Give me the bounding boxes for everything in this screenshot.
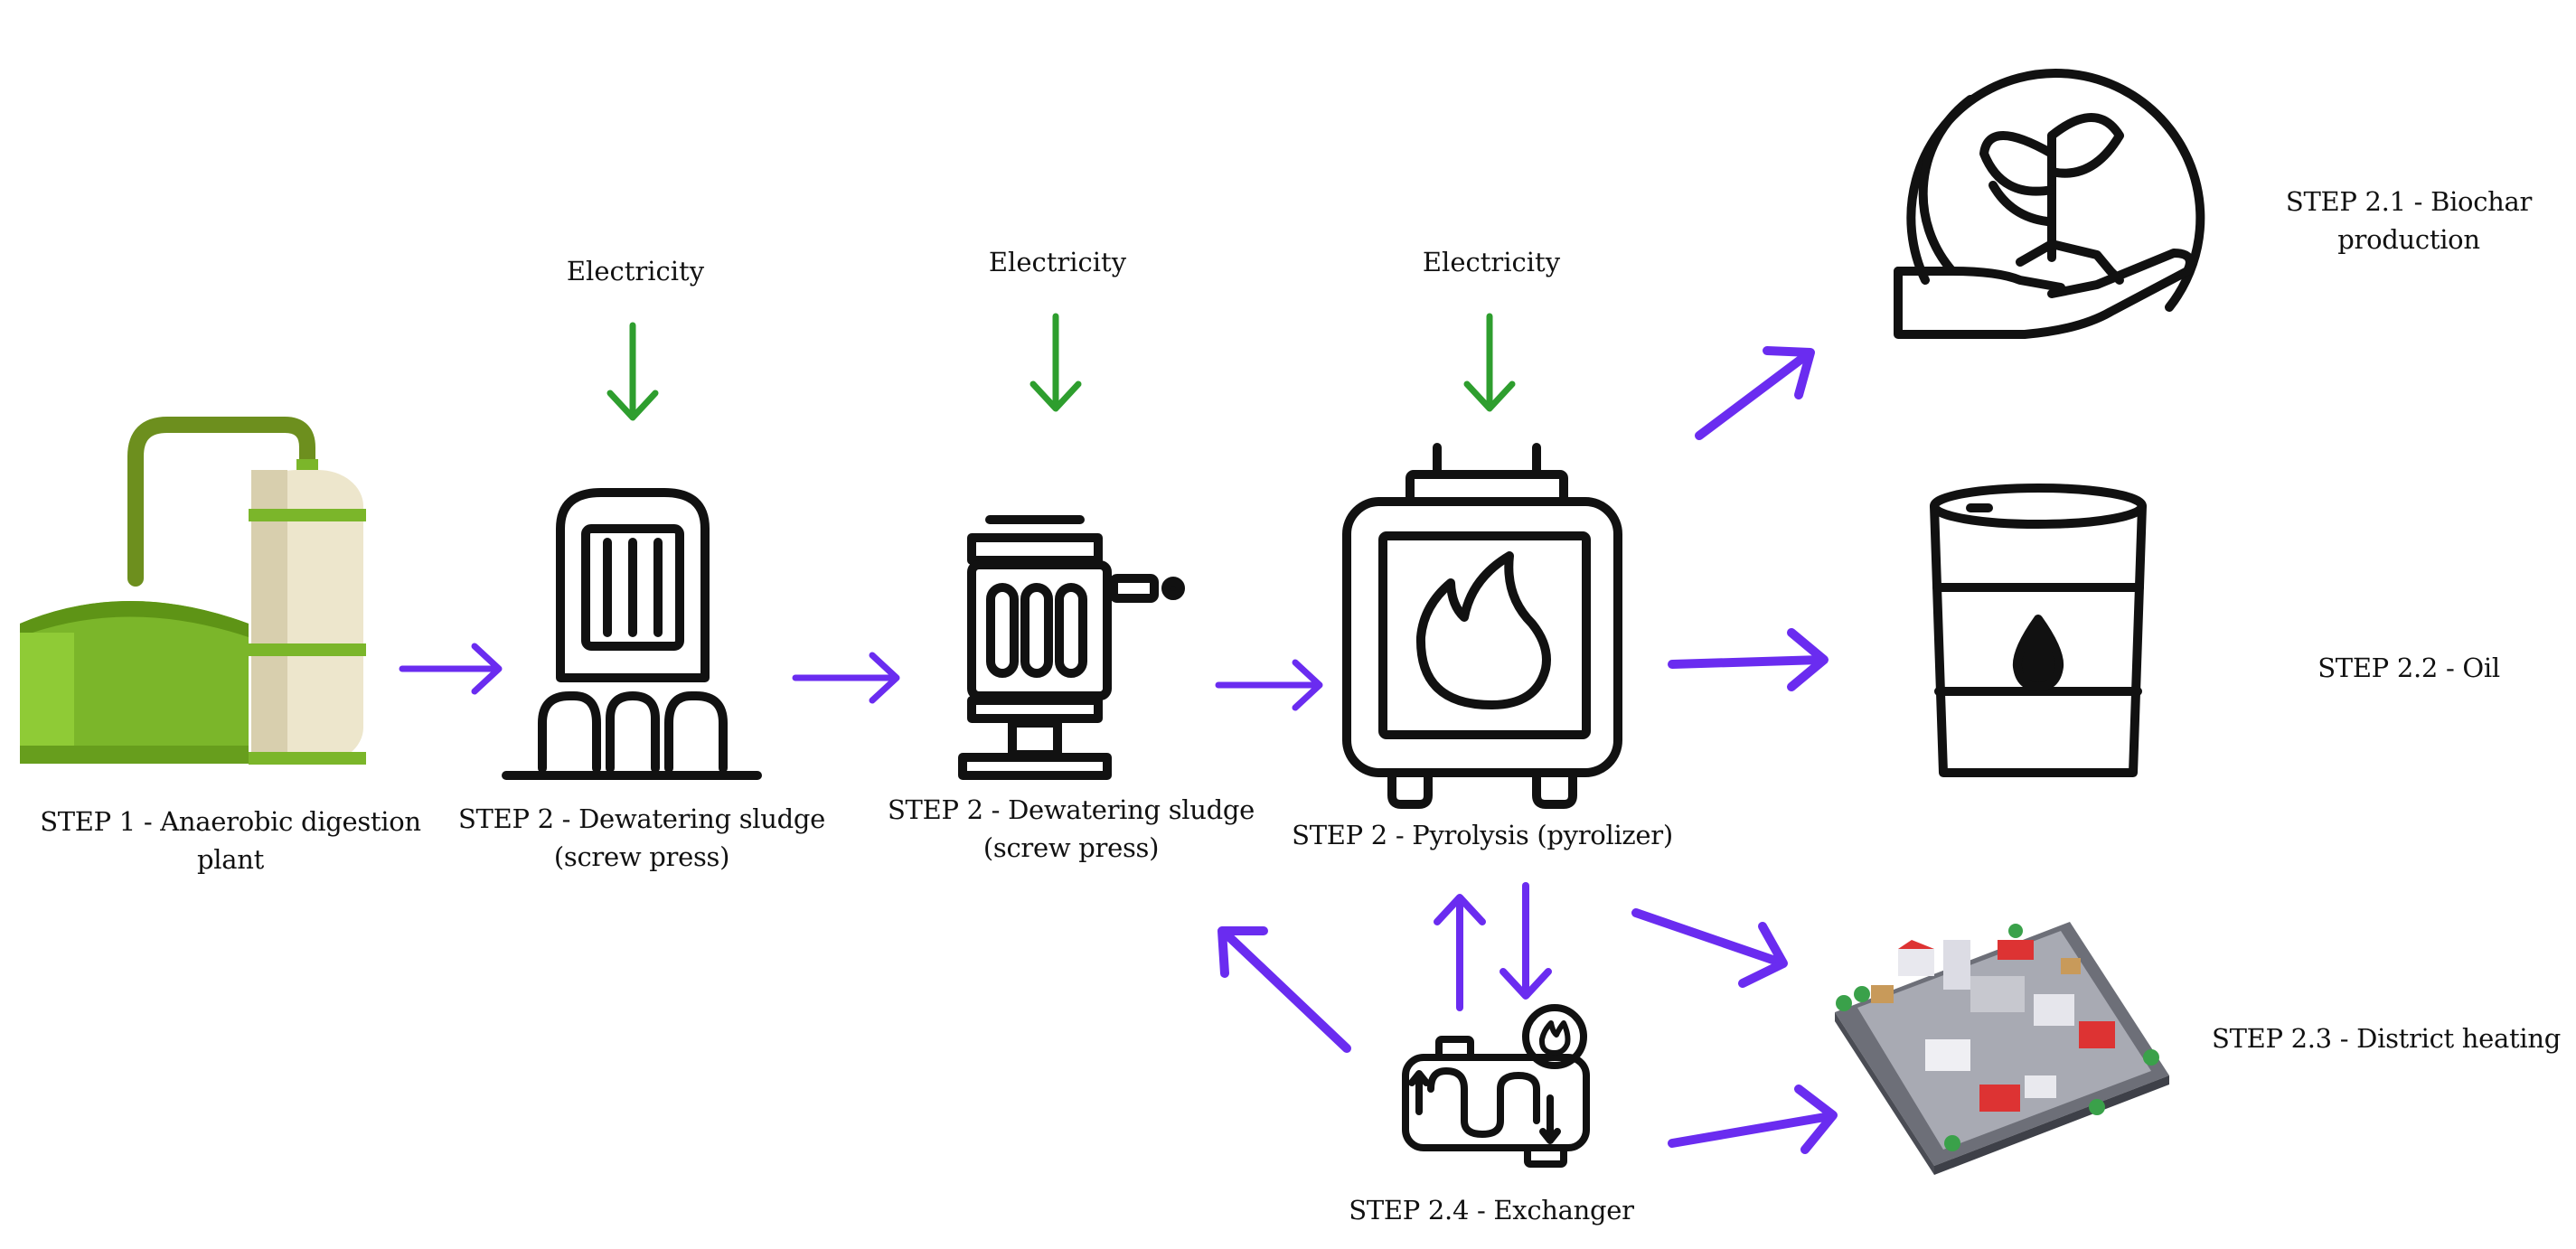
oil-barrel-icon (1930, 484, 2147, 777)
dewater2-label-line2: (screw press) (982, 832, 1160, 863)
electricity-label-2: Electricity (988, 247, 1127, 277)
dewater1-label-line2: (screw press) (553, 841, 730, 872)
dewater2-label-line1: STEP 2 - Dewatering sludge (887, 794, 1255, 825)
flow-arrow-pyrolizer-down (1500, 882, 1552, 1000)
pyrolizer-furnace-icon (1342, 443, 1622, 809)
plant-in-hand-icon (1894, 68, 2205, 339)
flow-arrow-exchanger-up (1434, 894, 1486, 1011)
flow-arrow-press1-to-press2 (792, 652, 900, 704)
dewater1-label: STEP 2 - Dewatering sludge (screw press) (452, 800, 832, 876)
biogas-plant-icon (20, 417, 366, 765)
flow-arrow-to-heating-bottom (1668, 1085, 1838, 1154)
flow-arrow-press2-to-pyrolizer (1215, 659, 1323, 711)
pyrolysis-label-line1: STEP 2 - Pyrolysis (pyrolizer) (1292, 820, 1673, 850)
step1-label: STEP 1 - Anaerobic digestion plant (9, 803, 452, 878)
electricity-label-3: Electricity (1422, 247, 1561, 277)
city-district-icon (1835, 922, 2169, 1175)
exchanger-label: STEP 2.4 - Exchanger (1320, 1191, 1663, 1229)
flow-arrow-exchanger-return (1217, 926, 1351, 1053)
step1-label-line1: STEP 1 - Anaerobic digestion (40, 806, 421, 837)
flow-arrow-to-biochar (1695, 346, 1815, 440)
electricity-label-1: Electricity (566, 256, 705, 286)
biochar-label: STEP 2.1 - Biochar production (2260, 183, 2558, 258)
exchanger-label-line1: STEP 2.4 - Exchanger (1349, 1195, 1634, 1226)
screw-press-pump-icon (958, 515, 1185, 780)
flow-arrows (399, 346, 1838, 1154)
heating-label-line1: STEP 2.3 - District heating (2212, 1023, 2561, 1054)
oil-label-line1: STEP 2.2 - Oil (2317, 653, 2500, 683)
heating-label: STEP 2.3 - District heating (2205, 1019, 2567, 1057)
dewater1-label-line1: STEP 2 - Dewatering sludge (457, 803, 826, 834)
electricity-arrow-3 (1463, 313, 1516, 412)
electricity-arrows (606, 313, 1516, 421)
electricity-arrow-1 (606, 322, 659, 421)
step1-label-line2: plant (197, 844, 264, 875)
biochar-label-line1: STEP 2.1 - Biochar (2285, 186, 2533, 217)
oil-label: STEP 2.2 - Oil (2260, 649, 2558, 687)
heat-exchanger-icon (1402, 1004, 1590, 1168)
flow-arrow-to-heating-top (1631, 908, 1788, 988)
flow-arrow-digestion-to-press (399, 643, 503, 695)
biochar-label-line2: production (2337, 224, 2480, 255)
pyrolysis-label: STEP 2 - Pyrolysis (pyrolizer) (1283, 816, 1681, 854)
dewater2-label: STEP 2 - Dewatering sludge (screw press) (881, 791, 1261, 867)
screw-press-icon (502, 488, 762, 780)
flow-arrow-to-oil (1668, 628, 1829, 691)
electricity-arrow-2 (1029, 313, 1082, 412)
